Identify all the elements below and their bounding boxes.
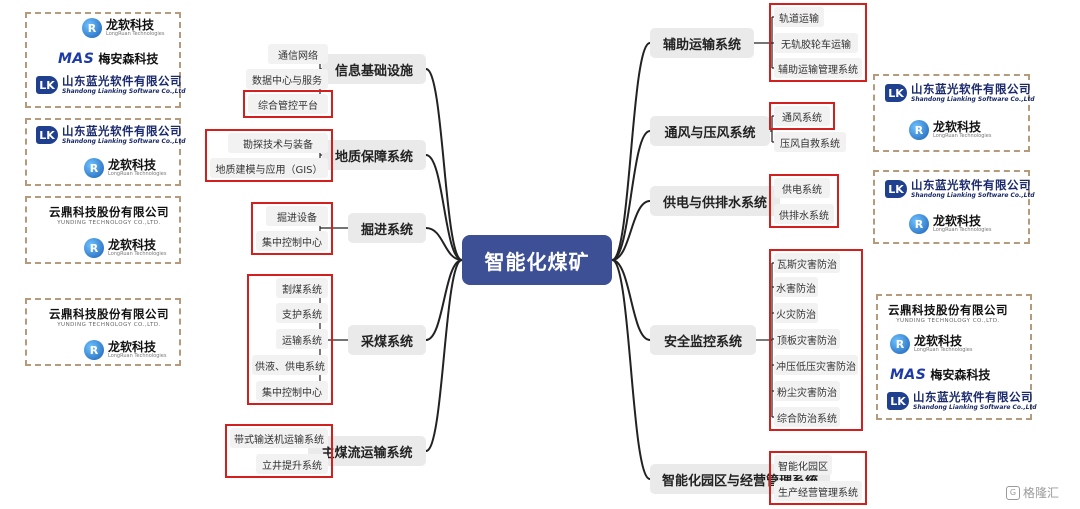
leaf-flow-0[interactable]: 带式输送机运输系统 xyxy=(230,428,328,448)
leaf-mine-1[interactable]: 支护系统 xyxy=(276,303,328,323)
leaf-park-0[interactable]: 智能化园区 xyxy=(774,455,832,475)
branch-power[interactable]: 供电与供排水系统 xyxy=(650,186,780,216)
leaf-power-1[interactable]: 供排水系统 xyxy=(774,204,834,224)
branch-infra[interactable]: 信息基础设施 xyxy=(322,54,426,84)
lianko-icon: LK xyxy=(885,84,907,103)
leaf-safety-1[interactable]: 水害防治 xyxy=(774,277,818,297)
branch-connector xyxy=(425,259,463,341)
branch-connector xyxy=(611,130,651,261)
lianko-icon: LK xyxy=(885,180,907,199)
highlight-box xyxy=(769,102,835,130)
highlight-box xyxy=(769,174,839,228)
highlight-box xyxy=(769,451,867,505)
leaf-geo-0[interactable]: 勘探技术与装备 xyxy=(228,133,328,153)
leaf-safety-2[interactable]: 火灾防治 xyxy=(774,303,818,323)
branch-mine[interactable]: 采煤系统 xyxy=(348,325,426,355)
leaf-vent-0[interactable]: 通风系统 xyxy=(774,106,830,126)
branch-safety[interactable]: 安全监控系统 xyxy=(650,325,756,355)
leaf-dig-1[interactable]: 集中控制中心 xyxy=(256,231,328,251)
longruan-icon: R xyxy=(890,334,910,354)
highlight-box xyxy=(251,202,333,255)
branch-aux[interactable]: 辅助运输系统 xyxy=(650,28,754,58)
highlight-box xyxy=(247,274,333,405)
leaf-safety-3[interactable]: 顶板灾害防治 xyxy=(774,329,840,349)
branch-dig[interactable]: 掘进系统 xyxy=(348,213,426,243)
longruan-icon: R xyxy=(909,120,929,140)
longruan-icon: R xyxy=(84,340,104,360)
leaf-safety-6[interactable]: 综合防治系统 xyxy=(774,407,840,427)
leaf-geo-1[interactable]: 地质建模与应用（GIS） xyxy=(210,158,328,178)
leaf-mine-0[interactable]: 割煤系统 xyxy=(276,278,328,298)
leaf-aux-1[interactable]: 无轨胶轮车运输 xyxy=(774,33,858,53)
lianko-icon: LK xyxy=(887,392,909,411)
lianko-icon: LK xyxy=(36,126,58,145)
leaf-park-1[interactable]: 生产经营管理系统 xyxy=(774,481,862,501)
leaf-infra-2[interactable]: 综合管控平台 xyxy=(248,94,328,114)
leaf-safety-0[interactable]: 瓦斯灾害防治 xyxy=(774,253,840,273)
longruan-icon: R xyxy=(82,18,102,38)
leaf-vent-1[interactable]: 压风自救系统 xyxy=(774,132,846,152)
longruan-icon: R xyxy=(84,158,104,178)
branch-connector xyxy=(425,154,463,261)
leaf-power-0[interactable]: 供电系统 xyxy=(774,178,830,198)
longruan-icon: R xyxy=(84,238,104,258)
leaf-mine-3[interactable]: 供液、供电系统 xyxy=(252,355,328,375)
branch-connector xyxy=(611,259,651,341)
highlight-box xyxy=(243,90,333,118)
highlight-box xyxy=(225,424,333,478)
highlight-box xyxy=(769,249,863,431)
watermark: G 格隆汇 xyxy=(1006,484,1059,501)
branch-connector xyxy=(425,68,463,261)
leaf-safety-5[interactable]: 粉尘灾害防治 xyxy=(774,381,840,401)
branch-connector xyxy=(611,42,651,261)
leaf-dig-0[interactable]: 掘进设备 xyxy=(266,206,328,226)
highlight-box xyxy=(205,129,333,182)
branch-flow[interactable]: 主煤流运输系统 xyxy=(308,436,426,466)
branch-geo[interactable]: 地质保障系统 xyxy=(322,140,426,170)
branch-connector xyxy=(611,200,651,261)
longruan-icon: R xyxy=(909,214,929,234)
leaf-aux-2[interactable]: 辅助运输管理系统 xyxy=(774,58,862,78)
lianko-icon: LK xyxy=(36,76,58,95)
leaf-safety-4[interactable]: 冲压低压灾害防治 xyxy=(774,355,858,375)
leaf-infra-0[interactable]: 通信网络 xyxy=(268,44,328,64)
branch-connector xyxy=(425,227,463,261)
central-topic[interactable]: 智能化煤矿 xyxy=(462,235,612,285)
leaf-mine-4[interactable]: 集中控制中心 xyxy=(256,381,328,401)
branch-connector xyxy=(611,259,651,480)
leaf-flow-1[interactable]: 立井提升系统 xyxy=(256,454,328,474)
branch-vent[interactable]: 通风与压风系统 xyxy=(650,116,770,146)
highlight-box xyxy=(769,3,867,82)
leaf-mine-2[interactable]: 运输系统 xyxy=(276,329,328,349)
branch-connector xyxy=(425,259,463,452)
watermark-icon: G xyxy=(1006,485,1020,500)
leaf-infra-1[interactable]: 数据中心与服务 xyxy=(246,69,328,89)
leaf-aux-0[interactable]: 轨道运输 xyxy=(774,7,824,27)
